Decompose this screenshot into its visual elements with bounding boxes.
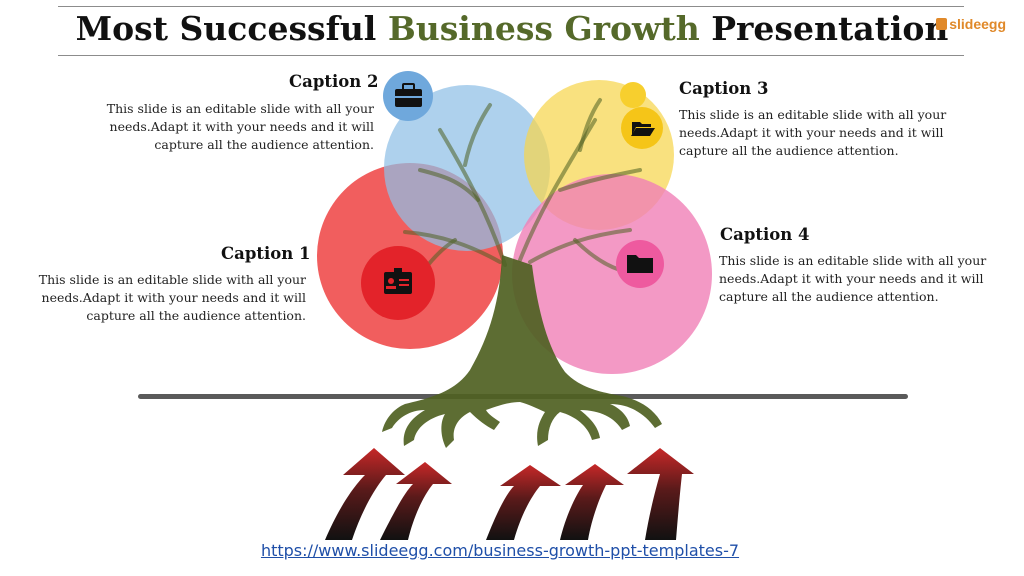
caption-4-circle [512,174,712,374]
title-underline [58,55,964,56]
growth-arrows [325,448,694,540]
caption-3-text: This slide is an editable slide with all… [679,107,947,158]
logo-text: slideegg [949,16,1006,32]
tree-trunk [382,255,662,448]
arrow-5 [627,448,694,540]
caption-4-text: This slide is an editable slide with all… [719,253,987,304]
arrow-3 [486,465,561,540]
top-rule [58,6,964,7]
title-accent: Business Growth [387,9,700,48]
slideegg-logo: slideegg [936,16,1006,32]
caption-2-title: Caption 2 [289,72,379,91]
arrow-1 [325,448,405,540]
open-folder-icon [631,122,655,136]
id-card-icon [384,268,412,294]
arrow-2 [380,462,452,540]
tree-branches [403,98,642,277]
page-title: Most Successful Business Growth Presenta… [0,9,1024,48]
logo-icon [936,18,948,30]
caption-3-title: Caption 3 [679,79,769,98]
briefcase-icon [395,83,422,107]
caption-2-circle [384,85,550,251]
caption-1-text: This slide is an editable slide with all… [38,272,306,323]
folder-icon [627,255,653,273]
title-part-1: Most Successful [75,9,388,48]
caption-4-title: Caption 4 [720,225,810,244]
caption-3-small-dot [620,82,646,108]
title-part-2: Presentation [699,9,949,48]
arrow-4 [560,464,624,540]
footer-link[interactable]: https://www.slideegg.com/business-growth… [260,541,740,560]
caption-1-title: Caption 1 [221,244,311,263]
caption-2-text: This slide is an editable slide with all… [106,101,374,152]
